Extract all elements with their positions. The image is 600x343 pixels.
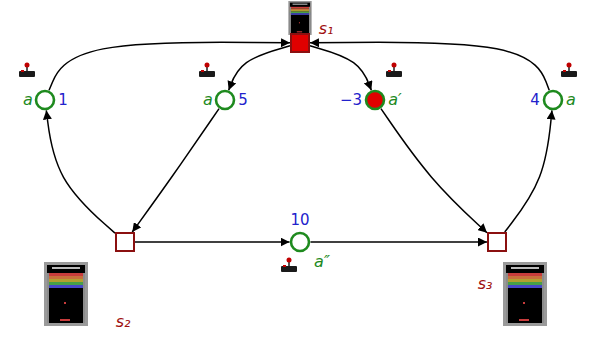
- action-circle: −3a′: [364, 89, 386, 111]
- transition-arrow: [505, 110, 552, 232]
- state-label: s₂: [116, 313, 131, 331]
- action-label: a′: [388, 91, 401, 109]
- reward-value: 4: [530, 92, 540, 109]
- joystick-icon: [561, 63, 577, 78]
- transition-arrow: [49, 42, 290, 90]
- joystick-icon: [19, 63, 35, 78]
- circle-outline: [214, 89, 236, 111]
- game-screenshot: [44, 262, 88, 326]
- transition-arrow: [229, 46, 290, 90]
- circle-outline: [542, 89, 564, 111]
- transition-arrow: [135, 241, 290, 243]
- game-screenshot: [503, 262, 547, 326]
- state-label: s₁: [319, 20, 334, 38]
- transition-arrow: [46, 110, 115, 233]
- action-circle: 4a: [542, 89, 564, 111]
- reward-value: −3: [340, 92, 362, 109]
- joystick-icon: [281, 258, 297, 273]
- action-label: a: [203, 91, 213, 109]
- game-screenshot: [288, 1, 311, 35]
- action-circle: a1: [34, 89, 56, 111]
- reward-value: 10: [290, 212, 309, 229]
- transition-arrow: [381, 109, 487, 233]
- circle-outline: [289, 231, 311, 253]
- reward-value: 1: [58, 92, 68, 109]
- reward-value: 5: [238, 92, 248, 109]
- circle-outline: [34, 89, 56, 111]
- action-label: a″: [314, 253, 330, 271]
- action-label: a: [23, 91, 33, 109]
- state-box: s₂: [115, 232, 135, 252]
- transition-arrow: [310, 46, 371, 90]
- transition-arrow: [311, 241, 488, 243]
- state-label: s₃: [478, 275, 493, 293]
- action-circle: a5: [214, 89, 236, 111]
- state-box: s₁: [290, 33, 310, 53]
- action-circle: 10a″: [289, 231, 311, 253]
- state-box: s₃: [487, 232, 507, 252]
- joystick-icon: [199, 63, 215, 78]
- transition-arrow: [310, 42, 549, 90]
- joystick-icon: [386, 63, 402, 78]
- transition-arrow: [132, 109, 219, 232]
- circle-outline: [364, 89, 386, 111]
- action-label: a: [566, 91, 576, 109]
